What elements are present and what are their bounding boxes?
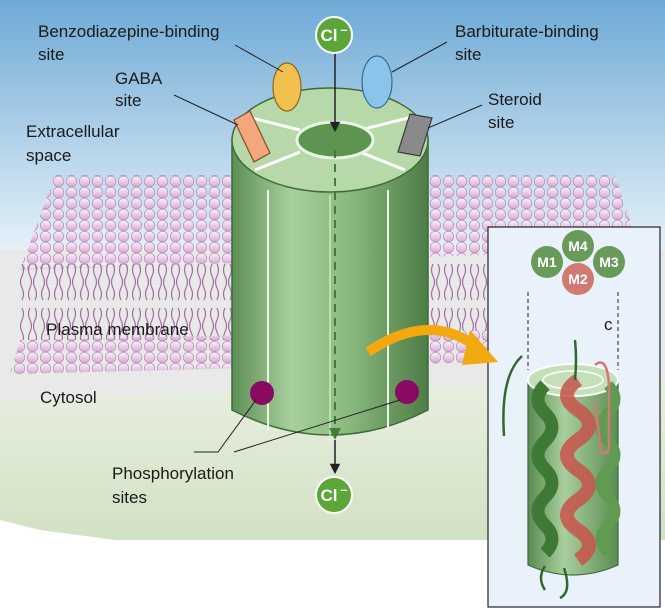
gaba-binding-site: [233, 110, 271, 163]
gaba-receptor-channel: [231, 87, 429, 445]
subunit-m3: [593, 246, 625, 278]
subunit-m2-label: M2: [568, 271, 588, 287]
subunit-inset-panel: M1 M4 M3 M2 c: [487, 226, 661, 608]
barbiturate-label-line1: Barbiturate-binding: [455, 22, 599, 41]
leader-phosphorylation-left: [194, 399, 257, 453]
subunit-m3-label: M3: [599, 254, 619, 270]
chloride-ion-symbol: Cl: [321, 26, 338, 45]
subunit-m2: [562, 263, 594, 295]
steroid-binding-site: [397, 113, 433, 157]
subunit-m4: [562, 230, 594, 262]
zoom-arrow-head: [462, 330, 498, 365]
inset-m2-loop: [593, 361, 611, 455]
barbiturate-binding-site: [361, 55, 393, 109]
extracellular-label-line1: Extracellular: [26, 122, 120, 141]
steroid-label-line2: site: [488, 113, 514, 132]
zoom-arrow-shaft: [365, 325, 482, 357]
chloride-ion-badge: [315, 476, 353, 514]
barbiturate-label-line2: site: [455, 45, 481, 64]
chloride-ion-charge: –: [340, 482, 347, 497]
extracellular-label-line2: space: [26, 146, 71, 165]
phosphorylation-site-right: [395, 380, 419, 404]
subunit-m1-label: M1: [537, 254, 557, 270]
gaba-label-line1: GABA: [115, 69, 163, 88]
leader-benzodiazepine: [234, 44, 284, 73]
leader-gaba: [173, 94, 239, 126]
chloride-ion-bottom: Cl –: [315, 476, 353, 514]
phosphorylation-site-left: [250, 381, 274, 405]
channel-top-seams: [247, 115, 413, 172]
plasma-membrane-label: Plasma membrane: [46, 320, 189, 339]
subunit-m1: [531, 246, 563, 278]
chloride-ion-badge: [315, 16, 353, 54]
leader-lines: [173, 41, 483, 453]
benzodiazepine-label-line2: site: [38, 45, 64, 64]
cytosol-label: Cytosol: [40, 388, 97, 407]
chloride-ion-top: Cl –: [315, 16, 353, 54]
inset-m2-helix: [560, 374, 596, 566]
gaba-label-line2: site: [115, 91, 141, 110]
leader-steroid: [427, 104, 483, 129]
phosphorylation-label-line1: Phosphorylation: [112, 464, 234, 483]
leader-barbiturate: [391, 41, 448, 73]
inset-loop-segments: [502, 339, 578, 600]
steroid-label-line1: Steroid: [488, 90, 542, 109]
inset-m1-helix: [531, 380, 559, 558]
chloride-ion-symbol: Cl: [321, 486, 338, 505]
chloride-ion-charge: –: [340, 22, 347, 37]
leader-phosphorylation-right: [233, 399, 401, 453]
phosphorylation-label-line2: sites: [112, 488, 147, 507]
subunit-m4-label: M4: [568, 238, 588, 254]
c-terminus-label: c: [604, 315, 613, 334]
benzodiazepine-label-line1: Benzodiazepine-binding: [38, 22, 219, 41]
benzodiazepine-binding-site: [272, 62, 302, 112]
